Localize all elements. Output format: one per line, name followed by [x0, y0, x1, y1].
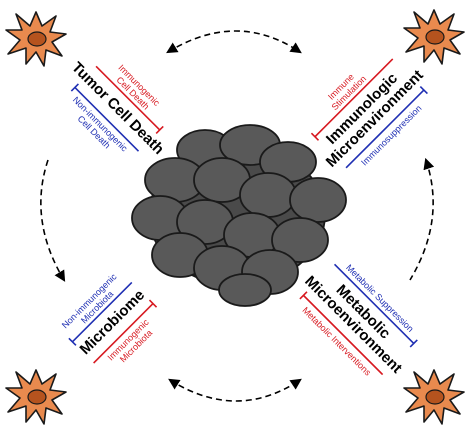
stimulating-bar-cap — [299, 291, 308, 300]
suppressing-bar — [345, 89, 425, 169]
suppressing-bar-cap — [68, 337, 77, 346]
stimulating-bar — [93, 303, 154, 364]
stimulating-bar-cap — [310, 132, 320, 141]
flow-arrows — [40, 30, 435, 402]
suppressing-bar-cap — [419, 85, 428, 95]
suppressing-bar-cap — [70, 83, 79, 92]
suppressing-bar — [74, 86, 140, 152]
dendritic-cell-top-left-icon — [5, 11, 67, 67]
suppressing-bar-cap — [409, 339, 418, 348]
stimulating-bar — [314, 58, 394, 138]
flow-arrow-top — [166, 30, 302, 54]
suppressing-bar — [333, 263, 415, 345]
flow-arrow-right — [409, 157, 435, 281]
stimulating-bar-cap — [155, 125, 164, 135]
flow-arrow-left — [40, 159, 66, 282]
stimulating-bar-cap — [148, 299, 158, 308]
dendritic-cell-top-right-icon — [403, 9, 465, 65]
quadrant-microbiome: Microbiome Non-immunogenic Microbiota Im… — [60, 271, 158, 364]
suppressing-bar — [71, 281, 133, 343]
stimulating-bar — [95, 65, 161, 131]
dendritic-cell-bottom-left-icon — [5, 369, 67, 425]
flow-arrow-bottom — [168, 378, 302, 402]
quadrant-metabolic-microenvironment: Metabolic Microenvironment Metabolic Sup… — [299, 262, 418, 378]
stimulating-bar — [302, 294, 384, 376]
dendritic-cell-bottom-right-icon — [403, 369, 465, 425]
tumor-cell-cluster-icon — [131, 124, 347, 307]
